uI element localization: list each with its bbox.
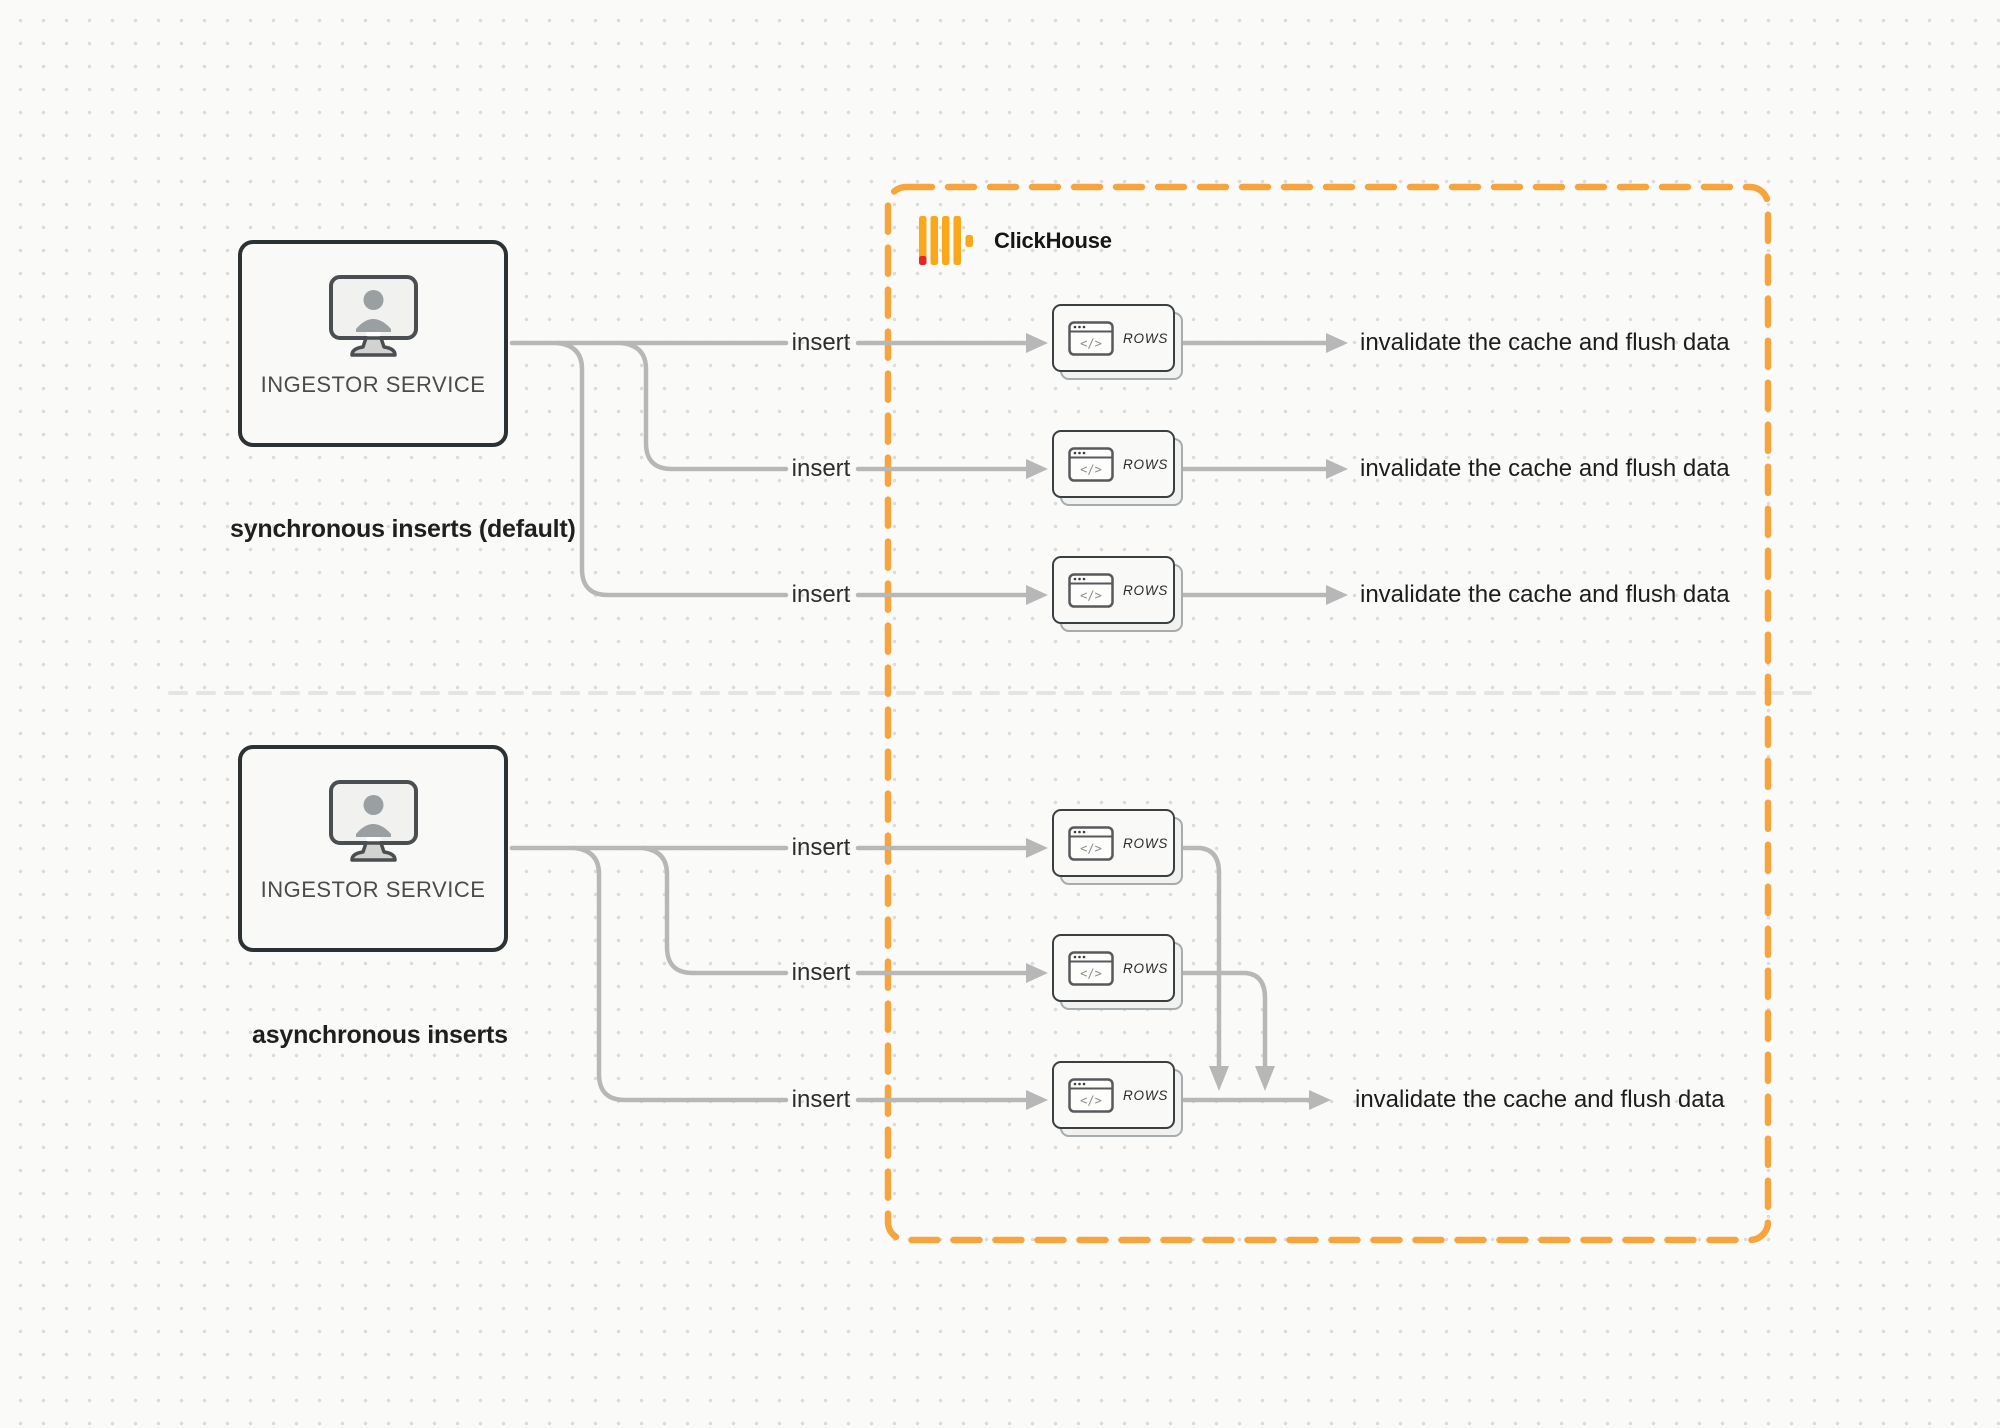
async-caption: asynchronous inserts	[252, 1021, 508, 1049]
rows-table-card[interactable]: </> ROWS	[1052, 1061, 1183, 1137]
svg-text:</>: </>	[1080, 841, 1102, 855]
code-window-icon: </>	[1068, 825, 1114, 861]
rows-label: ROWS	[1123, 582, 1169, 598]
rows-label: ROWS	[1123, 835, 1169, 851]
insert-label: insert	[791, 959, 851, 986]
insert-label: insert	[791, 581, 851, 608]
rows-table-card[interactable]: </> ROWS	[1052, 934, 1183, 1010]
ingestor-service-sync[interactable]: INGESTOR SERVICE	[238, 240, 508, 447]
clickhouse-logo: ClickHouse	[919, 216, 1112, 265]
result-label: invalidate the cache and flush data	[1360, 329, 1730, 356]
result-label: invalidate the cache and flush data	[1360, 455, 1730, 482]
insert-label: insert	[791, 1086, 851, 1113]
svg-text:</>: </>	[1080, 1093, 1102, 1107]
clickhouse-bars-icon	[919, 216, 973, 265]
rows-table-card[interactable]: </> ROWS	[1052, 556, 1183, 632]
rows-label: ROWS	[1123, 330, 1169, 346]
code-window-icon: </>	[1068, 320, 1114, 356]
insert-label: insert	[791, 329, 851, 356]
clickhouse-boundary-box	[884, 183, 1772, 1244]
service-label: INGESTOR SERVICE	[260, 877, 486, 902]
clickhouse-label: ClickHouse	[994, 228, 1112, 253]
svg-text:</>: </>	[1080, 966, 1102, 980]
result-label: invalidate the cache and flush data	[1360, 581, 1730, 608]
svg-text:</>: </>	[1080, 336, 1102, 350]
monitor-user-icon	[328, 780, 418, 862]
sync-caption: synchronous inserts (default)	[230, 515, 576, 543]
code-window-icon: </>	[1068, 1077, 1114, 1113]
rows-table-card[interactable]: </> ROWS	[1052, 430, 1183, 506]
ingestor-service-async[interactable]: INGESTOR SERVICE	[238, 745, 508, 952]
service-label: INGESTOR SERVICE	[260, 372, 486, 397]
code-window-icon: </>	[1068, 572, 1114, 608]
rows-label: ROWS	[1123, 960, 1169, 976]
rows-table-card[interactable]: </> ROWS	[1052, 304, 1183, 380]
monitor-user-icon	[328, 275, 418, 357]
insert-label: insert	[791, 455, 851, 482]
sync-wires	[509, 333, 1348, 605]
rows-label: ROWS	[1123, 456, 1169, 472]
svg-text:</>: </>	[1080, 462, 1102, 476]
svg-text:</>: </>	[1080, 588, 1102, 602]
rows-table-card[interactable]: </> ROWS	[1052, 809, 1183, 885]
code-window-icon: </>	[1068, 446, 1114, 482]
async-wires	[509, 838, 1331, 1110]
rows-label: ROWS	[1123, 1087, 1169, 1103]
result-label: invalidate the cache and flush data	[1355, 1086, 1725, 1113]
insert-label: insert	[791, 834, 851, 861]
code-window-icon: </>	[1068, 950, 1114, 986]
